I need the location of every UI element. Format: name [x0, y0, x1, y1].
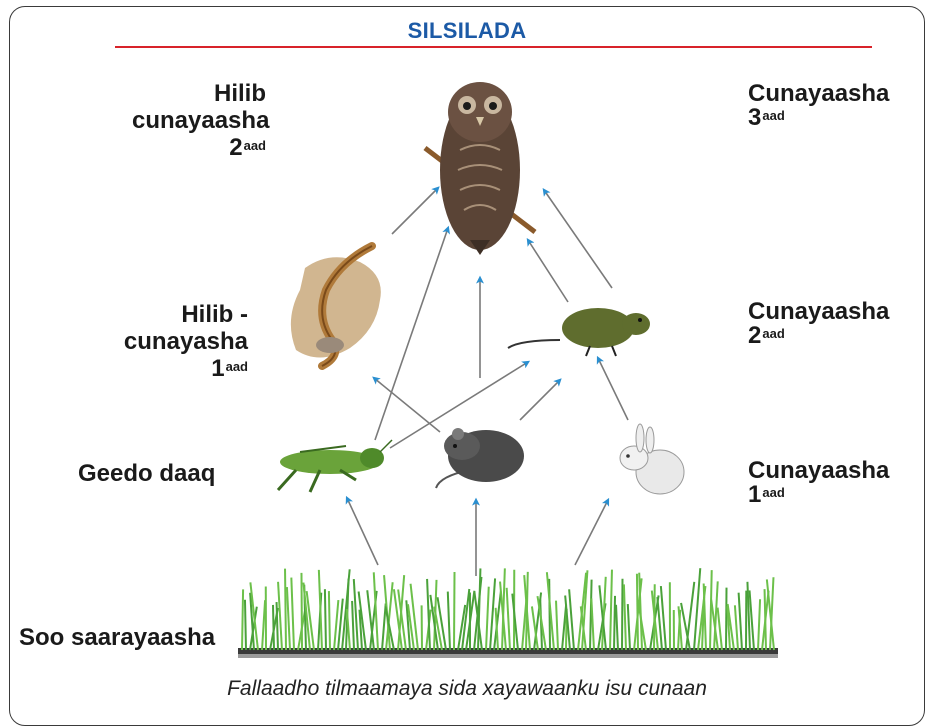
- label-producers: Soo saarayaasha: [19, 624, 215, 651]
- label-tertiary-consumer-num: 3: [748, 104, 761, 131]
- label-secondary-consumer-text: Cunayaasha: [748, 298, 889, 325]
- label-primary-predator: Hilib - cunayasha 1aad: [112, 301, 248, 382]
- label-primary-consumer-text: Cunayaasha: [748, 457, 889, 484]
- label-primary-predator-line1: Hilib -: [112, 301, 248, 328]
- label-secondary-predator-line1: Hilib: [132, 80, 266, 107]
- label-secondary-predator-ord: aad: [244, 138, 266, 153]
- label-secondary-predator: Hilib cunayaasha 2aad: [132, 80, 266, 161]
- arrow-snake-owl: [392, 188, 438, 234]
- arrow-rat-mouse: [520, 380, 560, 420]
- label-primary-consumer: Cunayaasha 1aad: [748, 457, 889, 508]
- label-primary-consumer-ord: aad: [762, 485, 784, 500]
- arrow-mouse-owl-2: [544, 190, 612, 288]
- label-tertiary-consumer: Cunayaasha 3aad: [748, 80, 889, 131]
- label-tertiary-consumer-text: Cunayaasha: [748, 80, 889, 107]
- label-secondary-consumer-num: 2: [748, 322, 761, 349]
- label-herbivore: Geedo daaq: [78, 460, 215, 487]
- snake-icon: [291, 246, 381, 366]
- label-primary-predator-line2: cunayasha: [112, 328, 248, 355]
- label-primary-predator-num: 1: [211, 355, 224, 382]
- arrow-grass-grasshopper: [347, 498, 378, 565]
- label-primary-predator-ord: aad: [226, 359, 248, 374]
- arrow-grass-rabbit: [575, 500, 608, 565]
- label-secondary-predator-num: 2: [229, 134, 242, 161]
- label-secondary-consumer: Cunayaasha 2aad: [748, 298, 889, 349]
- rabbit-icon: [620, 424, 684, 494]
- owl-icon: [425, 82, 535, 255]
- diagram-caption: Fallaadho tilmaamaya sida xayawaanku isu…: [0, 677, 934, 701]
- arrow-rabbit-mouse: [598, 358, 628, 420]
- arrow-rat-snake: [374, 378, 440, 432]
- grasshopper-icon: [278, 440, 392, 492]
- label-tertiary-consumer-ord: aad: [762, 108, 784, 123]
- mouse-icon: [508, 308, 650, 356]
- label-secondary-consumer-ord: aad: [762, 326, 784, 341]
- label-secondary-predator-line2: cunayaasha: [132, 107, 266, 134]
- arrow-mouse-owl: [528, 240, 568, 302]
- grass-icon: [238, 568, 778, 658]
- label-primary-consumer-num: 1: [748, 481, 761, 508]
- rat-icon: [436, 428, 524, 488]
